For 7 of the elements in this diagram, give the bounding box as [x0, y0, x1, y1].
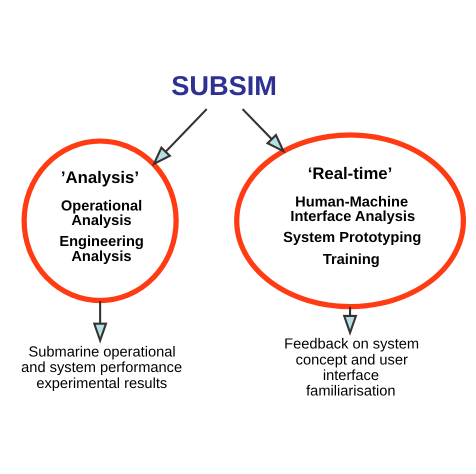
node-circle: ’Analysis’ Operational Analysis Engineering Analysis [22, 138, 179, 304]
node-text: Feedback on system concept and user interface familiarisation [284, 336, 420, 400]
arrow [152, 108, 208, 166]
arrow [92, 300, 108, 344]
arrow [242, 108, 286, 154]
node-text: Submarine operational and system performance experimental results [21, 344, 182, 392]
node-text: SUBSIM [171, 70, 277, 102]
